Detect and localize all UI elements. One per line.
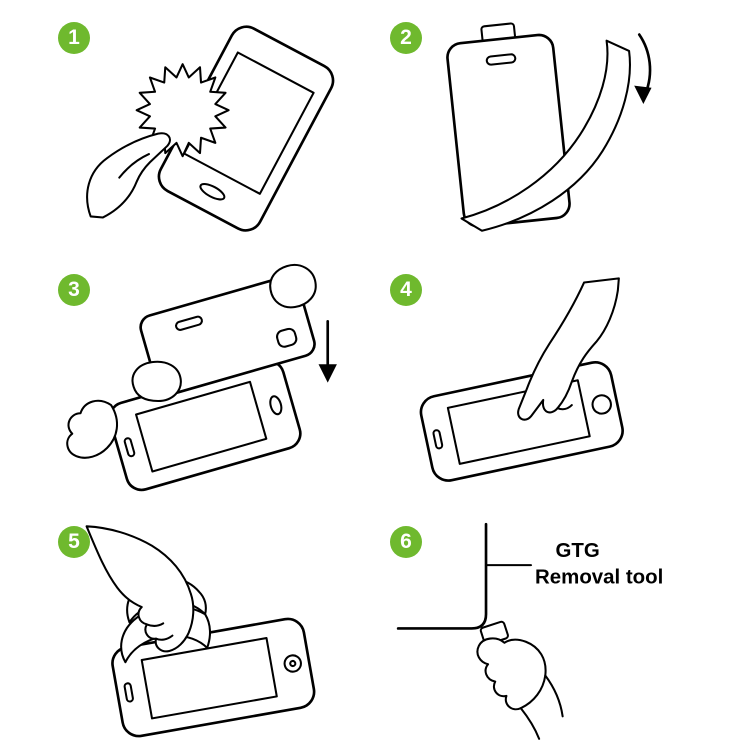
step-number-badge: 1 xyxy=(58,22,90,54)
step-6-panel: 6 GTG Removal tool xyxy=(382,512,682,747)
arrowhead xyxy=(634,85,652,105)
step-6-illustration: GTG Removal tool xyxy=(396,522,663,740)
step-3-illustration xyxy=(66,264,337,492)
step-number-badge: 5 xyxy=(58,526,90,558)
step-number-badge: 3 xyxy=(58,274,90,306)
wiping-hand-icon xyxy=(85,525,195,653)
step-number-badge: 6 xyxy=(390,526,422,558)
step-3-panel: 3 xyxy=(50,260,350,495)
step-1-panel: 1 xyxy=(50,8,350,243)
pressing-hand-icon xyxy=(517,277,620,421)
glass-corner-edge xyxy=(396,522,488,630)
step-1-illustration xyxy=(86,25,335,232)
removal-tool-label-line2: Removal tool xyxy=(535,567,663,589)
curved-arrow-icon xyxy=(637,33,652,96)
peeling-film xyxy=(460,39,631,232)
step-5-panel: 5 xyxy=(50,512,350,747)
hand-icon xyxy=(86,132,171,219)
knuckle-line xyxy=(556,404,573,411)
step-4-illustration xyxy=(419,277,624,482)
tempered-glass xyxy=(139,275,316,396)
finger-line xyxy=(145,622,165,627)
pinching-hand-icon xyxy=(476,637,547,711)
step-4-panel: 4 xyxy=(382,260,682,495)
phone-outline xyxy=(419,360,624,482)
finger-line xyxy=(155,634,174,641)
removal-tool-label-line1: GTG xyxy=(556,540,600,562)
step-number-badge: 2 xyxy=(390,22,422,54)
left-hand-icon xyxy=(66,399,119,459)
left-thumb-icon xyxy=(131,360,182,403)
step-5-illustration xyxy=(85,525,316,738)
right-thumb-icon xyxy=(269,264,317,309)
wrist-line xyxy=(519,707,541,740)
wrist-line xyxy=(544,674,564,718)
arrowhead xyxy=(318,364,337,383)
finger-line xyxy=(118,153,150,179)
step-2-panel: 2 xyxy=(382,8,682,243)
step-number-badge: 4 xyxy=(390,274,422,306)
step-2-illustration xyxy=(446,22,652,232)
